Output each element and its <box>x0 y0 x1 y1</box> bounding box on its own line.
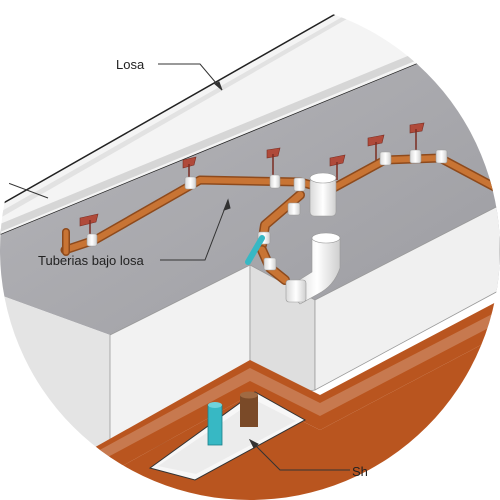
brown-pipe-shaft <box>240 395 258 427</box>
pipe-hangers <box>79 122 425 240</box>
label-slab: Losa <box>116 57 145 72</box>
slab <box>0 0 500 237</box>
leader-lines <box>0 63 350 471</box>
floor-shaft <box>0 300 500 500</box>
label-pipes-under-slab: Tuberias bajo losa <box>38 253 145 268</box>
label-bottom-partial: Sh <box>352 464 368 479</box>
teal-pipe <box>207 404 223 446</box>
teal-branch <box>245 235 265 265</box>
